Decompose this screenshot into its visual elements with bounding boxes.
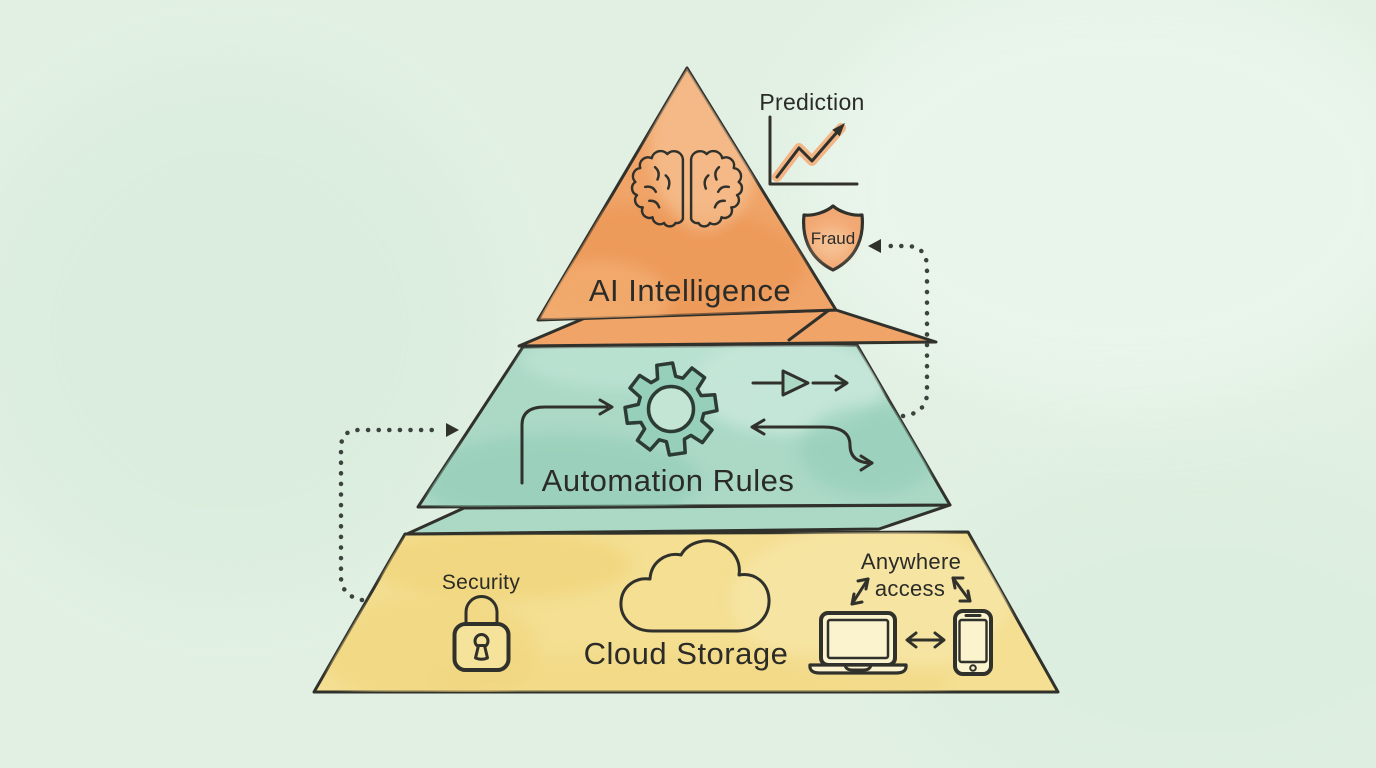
cloud-icon <box>619 539 771 633</box>
double-diagonal-arrow-left-icon <box>850 577 870 606</box>
brain-icon <box>630 149 744 228</box>
automation-rules-base-strip <box>405 503 952 536</box>
layer-automation-rules: Automation Rules <box>405 343 952 536</box>
laptop-icon <box>808 611 908 675</box>
fraud-callout: Fraud <box>802 204 864 272</box>
anywhere-label-line1: Anywhere <box>861 549 961 574</box>
sync-arrow-icon <box>905 631 946 649</box>
connector-storage-to-rules <box>338 423 459 603</box>
padlock-icon <box>452 595 511 672</box>
input-arrow <box>520 398 614 485</box>
connector-rules-to-fraud <box>868 239 930 419</box>
automation-rules-wash <box>420 345 940 507</box>
cloud-storage-label: Cloud Storage <box>584 636 789 671</box>
shield-icon <box>802 204 864 272</box>
gear-icon <box>623 361 719 457</box>
double-diagonal-arrow-right-icon <box>951 576 972 603</box>
anywhere-label-line2: access <box>875 576 945 601</box>
flow-arrow-with-filter <box>751 369 849 397</box>
trend-chart-icon <box>768 115 859 186</box>
layer-cloud-storage: Security Cloud Storage Anywhere access <box>312 530 1060 694</box>
prediction-callout: Prediction <box>759 89 864 186</box>
ai-base-strip-fold <box>787 308 831 342</box>
automation-rules-label: Automation Rules <box>542 463 795 498</box>
security-label: Security <box>442 571 520 594</box>
ai-intelligence-label: AI Intelligence <box>589 273 791 308</box>
layer-ai-intelligence: AI Intelligence <box>517 66 938 348</box>
smartphone-icon <box>953 609 993 676</box>
branch-arrow <box>750 418 874 472</box>
prediction-label: Prediction <box>759 89 864 115</box>
fraud-label: Fraud <box>811 229 855 248</box>
